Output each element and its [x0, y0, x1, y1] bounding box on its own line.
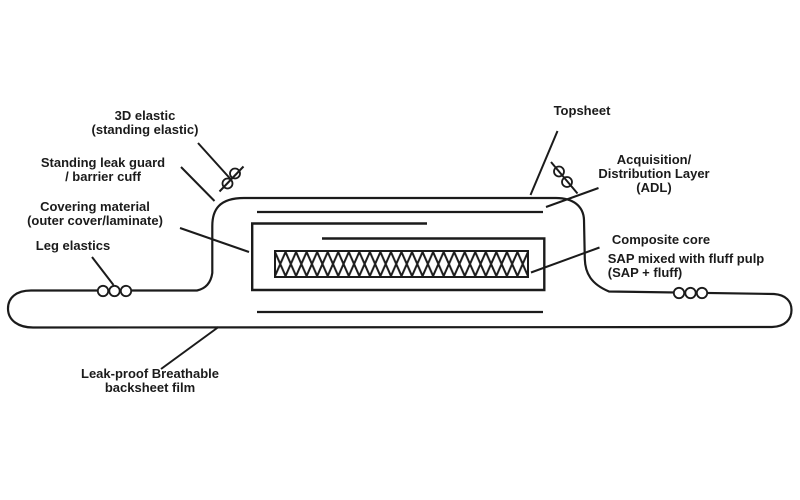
label-backsheet-line2: backsheet film: [104, 380, 196, 395]
label-adl-line2: Distribution Layer: [598, 166, 710, 181]
standing-elastic-symbol-right: [550, 161, 579, 195]
label-topsheet: Topsheet: [554, 104, 611, 118]
label-standing-leak-guard-line1: Standing leak guard: [40, 155, 166, 170]
leg-elastics-symbol-left: [96, 284, 133, 298]
label-3d-elastic-line1: 3D elastic: [114, 108, 176, 123]
elastic-3d-connector-line: [197, 142, 232, 180]
label-3d-elastic: 3D elastic (standing elastic): [92, 109, 199, 137]
label-covering-material-line1: Covering material: [40, 199, 150, 214]
leak-guard-connector-line: [180, 166, 216, 202]
label-leg-elastics-line1: Leg elastics: [35, 238, 111, 253]
backsheet-connector-line: [160, 326, 220, 370]
label-backsheet: Leak-proof Breathable backsheet film: [81, 367, 219, 395]
label-covering-material-line2: (outer cover/laminate): [27, 213, 163, 228]
label-standing-leak-guard: Standing leak guard / barrier cuff: [41, 156, 165, 184]
core-wrap-outline: [251, 222, 546, 292]
label-composite-core-line2: SAP mixed with fluff pulp: [607, 251, 765, 266]
label-backsheet-line1: Leak-proof Breathable: [81, 366, 219, 381]
label-topsheet-line1: Topsheet: [553, 103, 611, 118]
label-composite-core-line1: Composite core: [611, 232, 711, 247]
label-leg-elastics: Leg elastics: [36, 239, 110, 253]
composite-core-block: [274, 250, 529, 278]
label-composite-core-line3: (SAP + fluff): [607, 265, 683, 280]
label-standing-leak-guard-line2: / barrier cuff: [65, 169, 141, 184]
label-adl-line3: (ADL): [636, 180, 672, 195]
label-3d-elastic-line2: (standing elastic): [91, 122, 199, 137]
label-adl-line1: Acquisition/: [616, 152, 692, 167]
topsheet-connector-line: [529, 130, 559, 196]
adl-connector-line: [545, 187, 599, 208]
core-connector-line: [530, 246, 600, 274]
label-adl: Acquisition/ Distribution Layer (ADL): [598, 153, 709, 195]
label-covering-material: Covering material (outer cover/laminate): [27, 200, 163, 228]
covering-connector-line: [179, 227, 250, 253]
leg-elastics-connector-line: [91, 256, 115, 286]
leg-elastics-symbol-right: [672, 286, 709, 300]
standing-elastic-symbol-left: [218, 165, 245, 193]
product-outline: [6, 196, 793, 329]
